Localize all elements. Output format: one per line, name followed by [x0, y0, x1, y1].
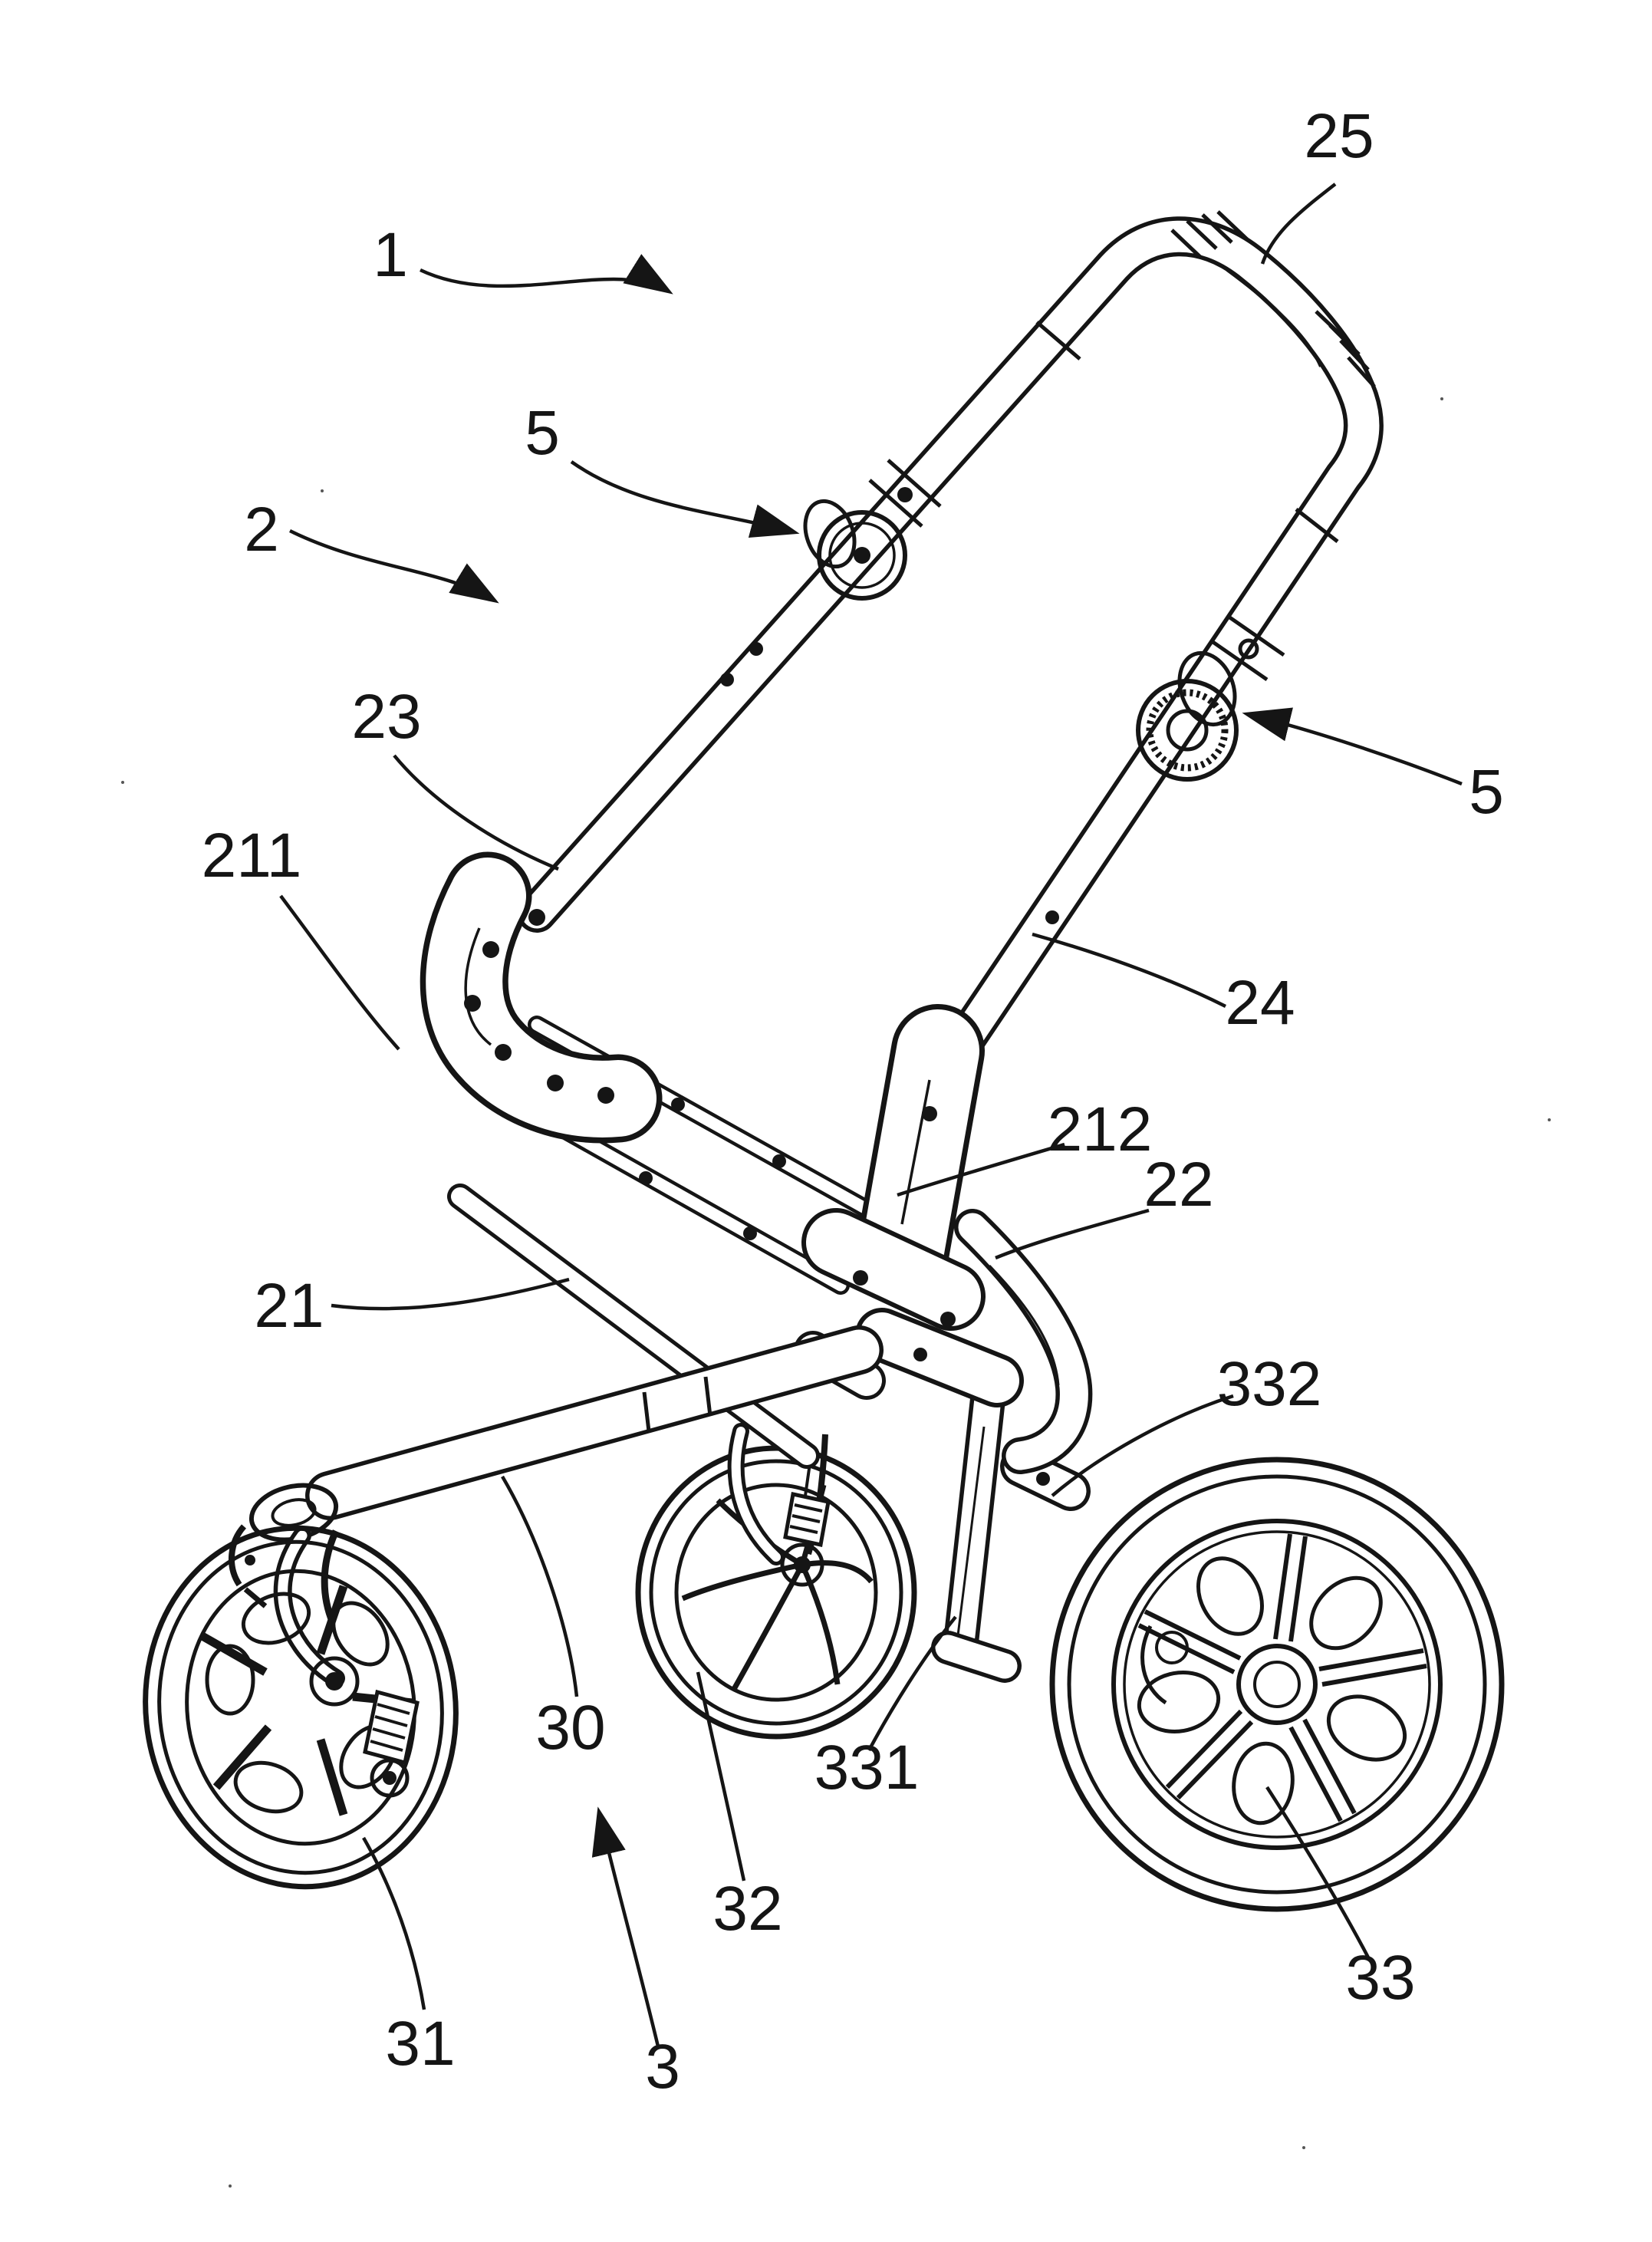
handle-u-frame — [517, 210, 1384, 1149]
ref-label-wheel-assembly: 3 — [645, 2032, 680, 2102]
leader-frame-assembly — [420, 254, 673, 295]
leader-side-tube-near — [1032, 932, 1227, 1009]
ref-label-frame-assembly: 1 — [373, 220, 408, 290]
corner-housing-far — [420, 851, 663, 1144]
leader-side-tube-far — [393, 754, 559, 871]
leader-lower-tube-near — [995, 1208, 1150, 1260]
ref-label-middle-wheel: 32 — [712, 1874, 782, 1944]
leader-front-beam — [501, 1475, 579, 1697]
ref-label-front-wheel: 31 — [385, 2009, 455, 2079]
clamp-knob-left — [803, 499, 907, 601]
ref-label-corner-housing-near: 212 — [1048, 1095, 1153, 1164]
rear-wheel — [1049, 1457, 1505, 1912]
ref-label-lower-tube-near: 22 — [1144, 1150, 1213, 1220]
leader-clamp-left — [570, 460, 800, 538]
leader-rear-wheel — [1265, 1786, 1370, 1959]
rear-wheel-cutouts — [1137, 1556, 1407, 1826]
ref-label-side-tube-near: 24 — [1225, 968, 1295, 1038]
leader-lower-tube-far — [331, 1277, 570, 1311]
leader-corner-housing-far — [279, 894, 400, 1051]
leader-clamp-right — [1242, 707, 1463, 786]
ref-label-side-tube-far: 23 — [351, 682, 421, 752]
leader-lines — [279, 183, 1463, 2047]
ref-label-clamp-right: 5 — [1469, 757, 1504, 827]
ref-label-handle-grip: 25 — [1304, 101, 1374, 171]
stroller-frame-drawing — [121, 210, 1551, 2188]
middle-wheel-spokes — [681, 1484, 874, 1692]
swivel-hook — [229, 1524, 268, 1608]
grip-hatch-right — [1315, 310, 1376, 388]
ref-label-front-beam: 30 — [535, 1693, 605, 1763]
rear-brake-detail — [1140, 1625, 1167, 1705]
grip-contour — [1226, 268, 1322, 367]
lower-tube-near — [954, 1209, 1093, 1474]
ref-label-rear-wheel: 33 — [1345, 1943, 1415, 2013]
leader-wheel-assembly — [591, 1806, 660, 2047]
middle-shock-absorber — [783, 1463, 831, 1547]
rear-wheel-spokes — [1137, 1533, 1427, 1822]
ref-label-corner-housing-far: 211 — [202, 821, 302, 891]
leader-handle-grip — [1260, 183, 1337, 265]
leader-corner-housing-near — [897, 1142, 1065, 1197]
ref-label-clamp-left: 5 — [525, 398, 560, 468]
middle-wheel — [635, 1423, 917, 1740]
ref-label-rear-leg-lower: 331 — [814, 1733, 920, 1802]
grip-hatch-left — [1170, 210, 1249, 259]
leader-middle-wheel — [696, 1671, 746, 1882]
leader-front-wheel — [362, 1836, 426, 2010]
corner-housing-near — [856, 1004, 985, 1297]
ferrule-left — [868, 459, 942, 528]
ref-label-upper-frame: 2 — [244, 495, 279, 565]
clamp-knob-right — [1136, 650, 1239, 782]
front-beam — [229, 1325, 884, 1608]
leader-rear-leg-upper — [1051, 1394, 1234, 1497]
leader-upper-frame — [289, 528, 499, 604]
ref-label-lower-tube-far: 21 — [254, 1271, 324, 1341]
scan-speckles — [121, 397, 1551, 2188]
front-wheel-cutouts — [205, 1592, 397, 1814]
front-shock-absorber — [363, 1689, 420, 1798]
ref-label-rear-leg-upper: 332 — [1217, 1349, 1322, 1419]
front-wheel-group — [143, 1525, 459, 1890]
ferrule-right — [1210, 614, 1285, 682]
leader-rear-leg-lower — [867, 1615, 957, 1752]
